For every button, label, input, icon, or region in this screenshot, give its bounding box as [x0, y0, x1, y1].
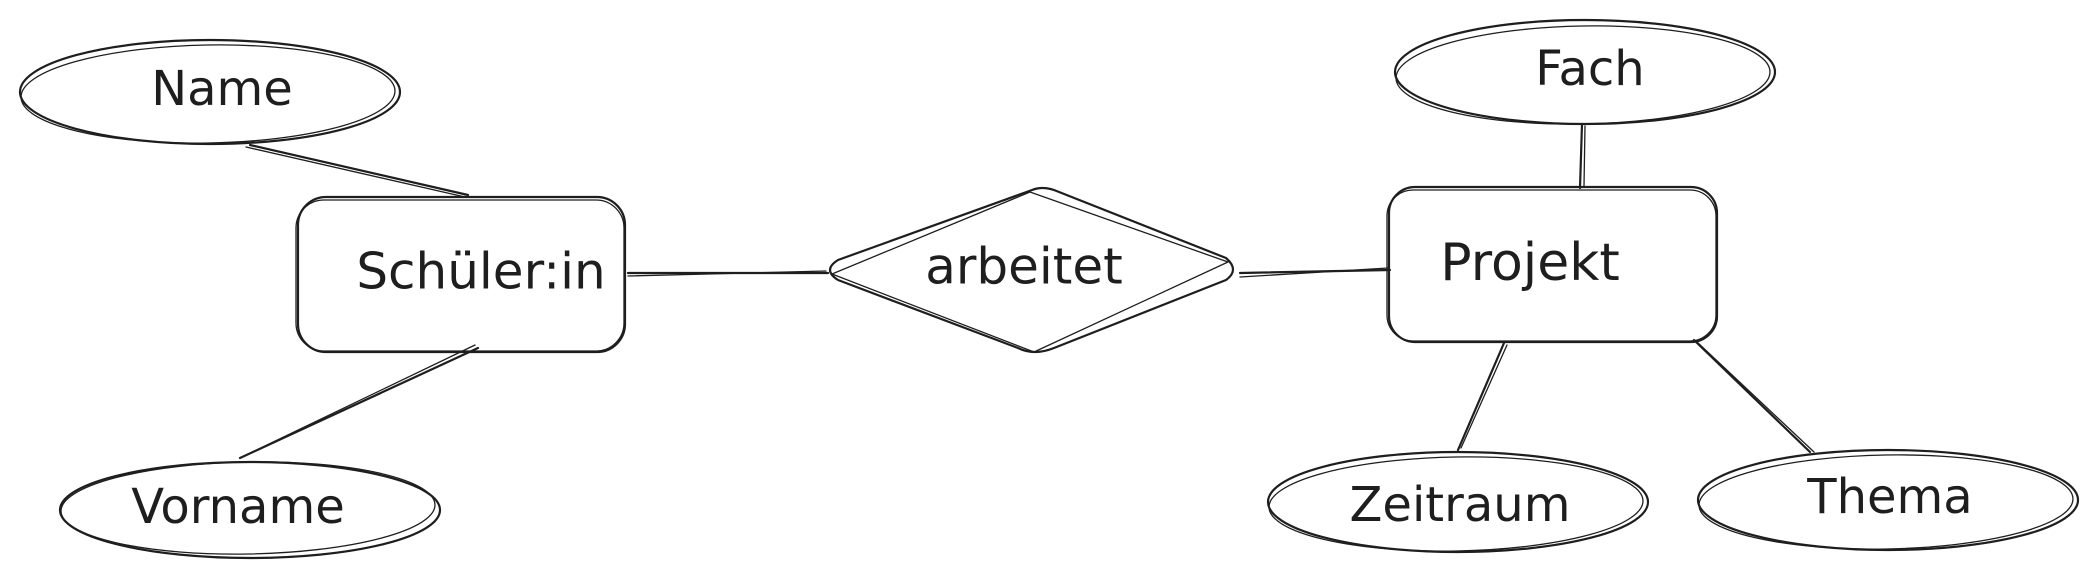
attribute-zeitraum: Zeitraum	[1266, 450, 1650, 554]
connector-schueler-vorname	[238, 344, 480, 460]
attribute-name-label: Name	[151, 61, 293, 117]
connector-arbeitet-projekt	[1238, 267, 1392, 278]
attribute-fach: Fach	[1393, 18, 1777, 126]
attribute-fach-label: Fach	[1535, 41, 1644, 97]
attribute-thema: Thema	[1696, 448, 2080, 552]
connector-fach-projekt	[1578, 122, 1586, 190]
relationship-arbeitet-label: arbeitet	[925, 238, 1123, 296]
attribute-thema-label: Thema	[1806, 469, 1972, 525]
connector-projekt-zeitraum	[1456, 341, 1508, 452]
attribute-vorname: Vorname	[58, 460, 442, 560]
connector-schueler-arbeitet	[626, 270, 830, 277]
entity-projekt: Projekt	[1386, 185, 1719, 344]
entity-projekt-label: Projekt	[1440, 233, 1619, 293]
relationship-arbeitet: arbeitet	[828, 186, 1235, 354]
connectors	[238, 122, 1815, 460]
connector-projekt-thema	[1692, 338, 1815, 454]
connector-name-schueler	[245, 143, 470, 198]
entity-schueler-label: Schüler:in	[356, 243, 605, 301]
attribute-zeitraum-label: Zeitraum	[1350, 477, 1571, 533]
attribute-vorname-label: Vorname	[131, 479, 345, 535]
attribute-name: Name	[18, 38, 402, 146]
entity-schueler: Schüler:in	[295, 195, 627, 354]
